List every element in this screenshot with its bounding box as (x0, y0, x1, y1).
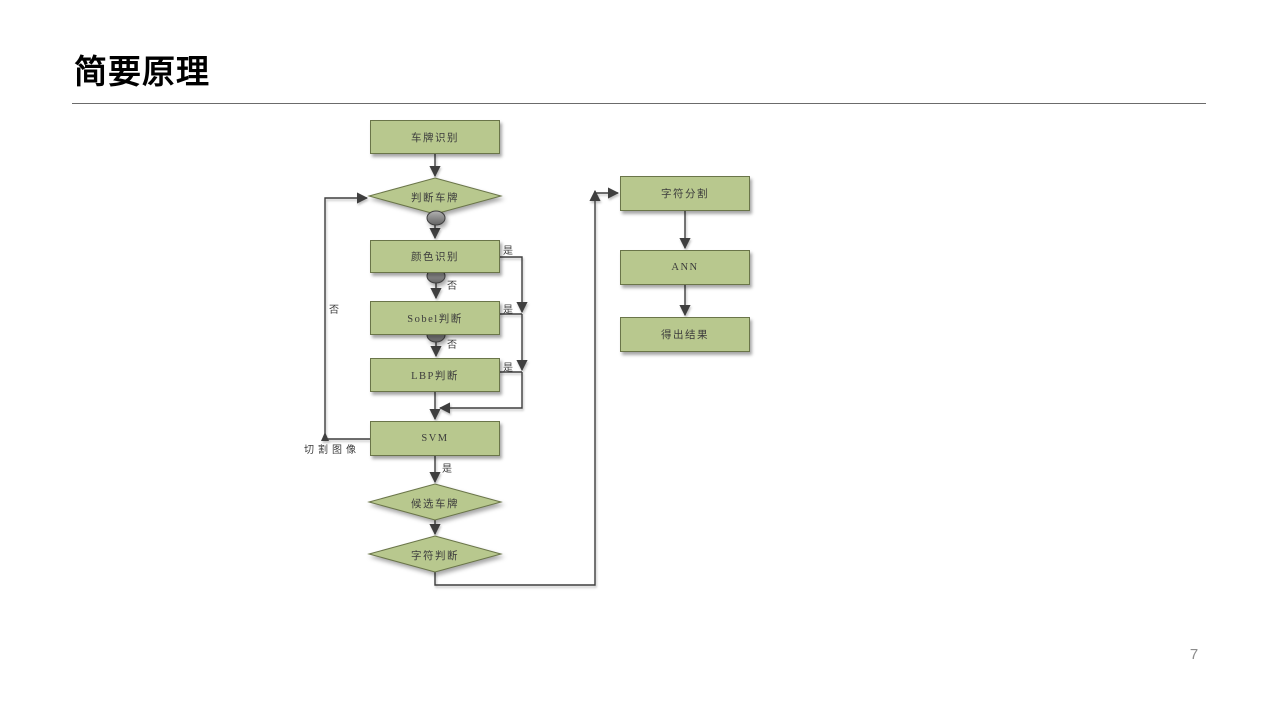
node-char-judge-label: 字符判断 (411, 551, 459, 562)
title-divider (72, 103, 1206, 104)
node-result: 得出结果 (620, 317, 750, 352)
edge-label-cut-image: 切割图像 (304, 445, 360, 456)
node-sobel-judge: Sobel判断 (370, 301, 500, 335)
connectors (321, 154, 691, 586)
edge-color-yes (500, 256, 528, 314)
node-ann: ANN (620, 250, 750, 285)
edge-label-no-color: 否 (447, 281, 457, 292)
node-char-segmentation: 字符分割 (620, 176, 750, 211)
return-corner-up-arrow (321, 432, 329, 441)
edge-label-yes-lbp: 是 (503, 363, 513, 374)
edge-label-yes-svm: 是 (442, 464, 452, 475)
diamond-char-judge (367, 535, 503, 573)
node-candidate-plate-label: 候选车牌 (411, 499, 459, 510)
node-plate-recognition: 车牌识别 (370, 120, 500, 154)
diamond-shapes (367, 177, 503, 573)
node-svm: SVM (370, 421, 500, 456)
page-title: 简要原理 (74, 53, 210, 90)
node-judge-plate-label: 判断车牌 (411, 193, 459, 204)
dot-after-judge-plate (426, 210, 446, 226)
edge-label-yes-color: 是 (503, 246, 513, 257)
edge-collector-to-svm (438, 372, 523, 414)
page-number: 7 (1189, 646, 1199, 663)
edge-label-no-sobel: 否 (447, 340, 457, 351)
edge-charjudge-to-segmentation (434, 189, 601, 586)
node-color-recognition: 颜色识别 (370, 240, 500, 273)
edge-label-no-return: 否 (329, 305, 339, 316)
edge-label-yes-sobel: 是 (503, 305, 513, 316)
edge-svm-return-to-judge (324, 192, 370, 440)
diamond-candidate-plate (367, 483, 503, 521)
node-lbp-judge: LBP判断 (370, 358, 500, 392)
